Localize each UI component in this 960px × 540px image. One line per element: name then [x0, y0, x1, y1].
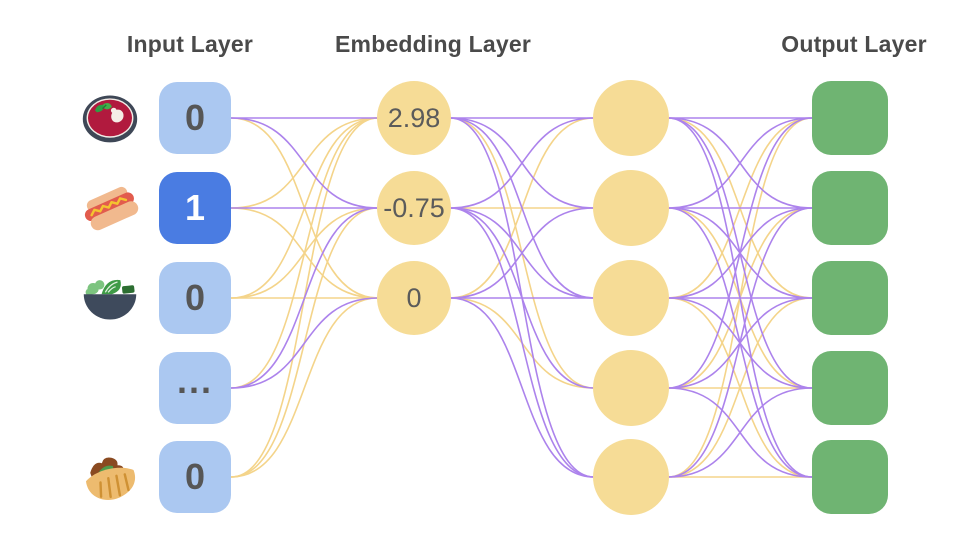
- input-value: 0: [184, 277, 206, 318]
- hotdog-icon: [80, 178, 140, 238]
- hidden-node-3: [593, 260, 669, 336]
- output-layer-title: Output Layer: [781, 31, 927, 57]
- pita-icon: [80, 447, 140, 507]
- output-node-2: [812, 171, 888, 245]
- input-value: 1: [184, 187, 206, 228]
- input-layer-title: Input Layer: [126, 31, 254, 57]
- input-node-borscht: 0: [159, 82, 231, 154]
- hidden-node-5: [593, 439, 669, 515]
- hidden-node-4: [593, 350, 669, 426]
- embedding-value: -0.75: [383, 192, 445, 223]
- embedding-value: 2.98: [387, 102, 441, 133]
- output-node-3: [812, 261, 888, 335]
- output-node-1: [812, 81, 888, 155]
- borscht-icon: [80, 88, 140, 148]
- input-value: ...: [176, 360, 213, 401]
- hidden-node-2: [593, 170, 669, 246]
- input-node-salad: 0: [159, 262, 231, 334]
- salad-icon: [80, 267, 140, 327]
- input-value: 0: [184, 456, 206, 497]
- embedding-node-1: 2.98: [377, 81, 451, 155]
- embedding-value: 0: [406, 282, 422, 313]
- embedding-node-3: 0: [377, 261, 451, 335]
- input-node-ellipsis: ...: [159, 352, 231, 424]
- hidden-node-1: [593, 80, 669, 156]
- input-node-pita: 0: [159, 441, 231, 513]
- input-value: 0: [184, 97, 206, 138]
- output-node-4: [812, 351, 888, 425]
- embedding-layer-title: Embedding Layer: [335, 31, 531, 57]
- embedding-node-2: -0.75: [377, 171, 451, 245]
- output-node-5: [812, 440, 888, 514]
- input-node-hotdog: 1: [159, 172, 231, 244]
